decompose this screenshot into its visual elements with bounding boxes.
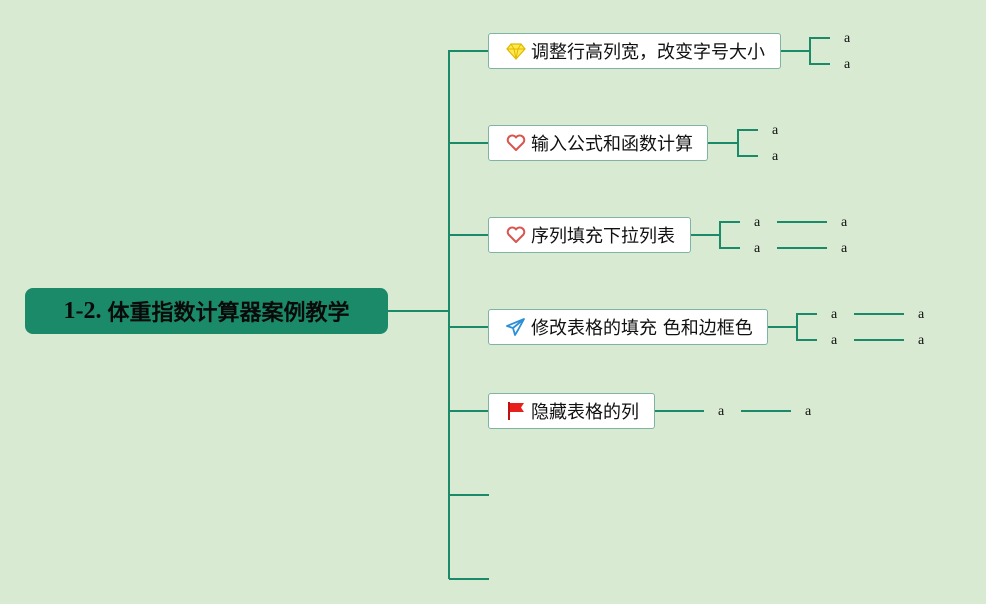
leaf-text[interactable]: a (831, 333, 838, 348)
leaf-text[interactable]: a (718, 404, 725, 419)
leaf-bracket (809, 37, 830, 65)
leaf-text[interactable]: a (841, 215, 848, 230)
topic-4-label: 修改表格的填充 色和边框色 (531, 318, 753, 339)
leaf-bracket (737, 129, 758, 157)
leaf-bracket (719, 221, 740, 249)
diamond-icon (505, 40, 527, 62)
topic-5[interactable]: 隐藏表格的列 (488, 393, 655, 429)
leaf-text[interactable]: a (831, 307, 838, 322)
leaf-text[interactable]: a (805, 404, 812, 419)
topic-1[interactable]: 调整行高列宽，改变字号大小 (488, 33, 781, 69)
leaf-text[interactable]: a (772, 149, 779, 164)
heart-icon (505, 132, 527, 154)
topic-3-label: 序列填充下拉列表 (531, 226, 675, 247)
topic-2-label: 输入公式和函数计算 (531, 134, 693, 155)
leaf-text[interactable]: a (754, 215, 761, 230)
leaf-bracket (796, 313, 817, 341)
leaf-text[interactable]: a (844, 31, 851, 46)
leaf-text[interactable]: a (918, 307, 925, 322)
paper-plane-icon (505, 316, 527, 338)
leaf-text[interactable]: a (841, 241, 848, 256)
leaf-text[interactable]: a (918, 333, 925, 348)
topic-5-label: 隐藏表格的列 (531, 402, 639, 423)
leaf-text[interactable]: a (772, 123, 779, 138)
topic-4[interactable]: 修改表格的填充 色和边框色 (488, 309, 768, 345)
red-flag-icon (505, 400, 527, 422)
heart-icon (505, 224, 527, 246)
root-prefix: 1-2. (63, 297, 102, 324)
topic-2[interactable]: 输入公式和函数计算 (488, 125, 708, 161)
leaf-text[interactable]: a (754, 241, 761, 256)
root-topic[interactable]: 1-2. 体重指数计算器案例教学 (25, 288, 388, 334)
topic-3[interactable]: 序列填充下拉列表 (488, 217, 691, 253)
root-title: 体重指数计算器案例教学 (107, 301, 350, 326)
leaf-text[interactable]: a (844, 57, 851, 72)
topic-1-label: 调整行高列宽，改变字号大小 (531, 42, 765, 63)
